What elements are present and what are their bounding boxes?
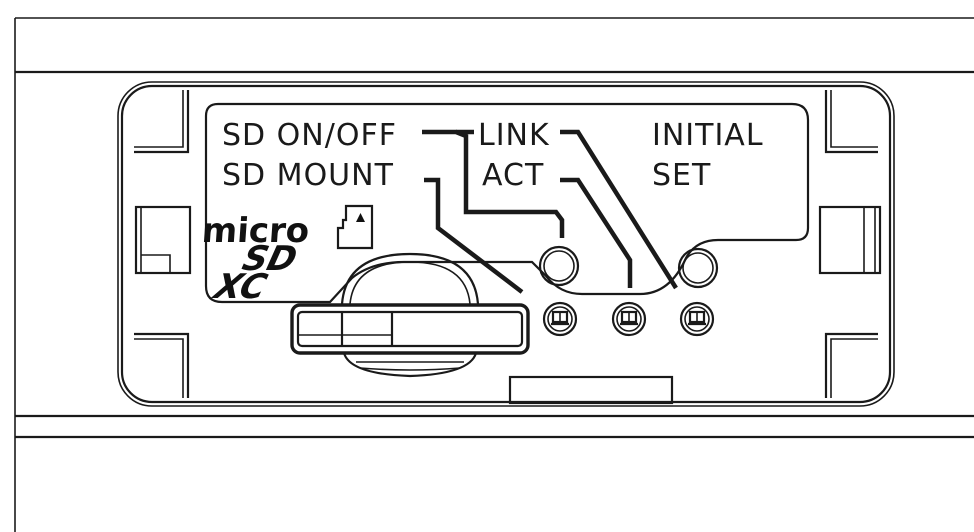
enclosure-frame xyxy=(14,17,974,532)
logo-sd-text: SD xyxy=(238,239,301,278)
logo-micro-text: micro xyxy=(200,211,310,251)
corner-brackets xyxy=(134,90,878,398)
microsd-slot[interactable] xyxy=(290,252,530,378)
label-plate xyxy=(204,102,810,304)
label-act: ACT xyxy=(482,158,544,193)
microsd-card-orientation-icon xyxy=(336,204,374,250)
network-port-icon xyxy=(620,310,638,326)
leader-act xyxy=(560,177,633,288)
logo-xc-text: XC xyxy=(208,268,272,307)
leader-initial-set xyxy=(560,129,678,290)
leader-lines xyxy=(422,129,678,294)
label-link: LINK xyxy=(478,118,550,153)
link-led xyxy=(679,301,715,337)
initial-set-button[interactable] xyxy=(677,247,719,289)
label-initial: INITIAL xyxy=(652,118,764,153)
leader-sd-mount xyxy=(424,177,524,294)
act-led xyxy=(611,301,647,337)
sd-mount-led xyxy=(542,301,578,337)
label-sd-mount: SD MOUNT xyxy=(222,158,394,193)
network-port-icon xyxy=(688,310,706,326)
network-port-icon xyxy=(551,310,569,326)
bottom-tab xyxy=(508,375,674,405)
label-set: SET xyxy=(652,158,711,193)
microsdxc-logo: micro SD XC xyxy=(200,211,310,307)
sd-on-off-button[interactable] xyxy=(538,245,580,287)
right-latch xyxy=(818,205,882,275)
recessed-panel xyxy=(117,81,895,407)
label-sd-on-off: SD ON/OFF xyxy=(222,118,397,153)
left-latch xyxy=(134,205,192,275)
